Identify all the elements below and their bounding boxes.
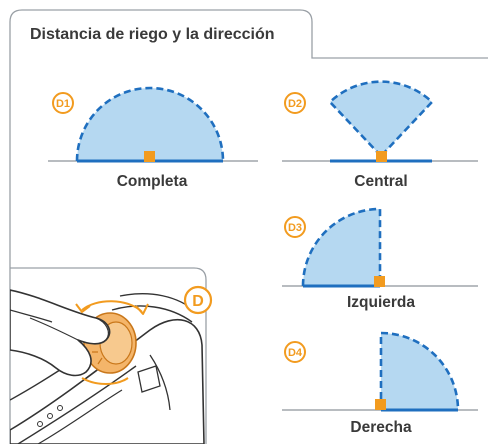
spray-arc — [328, 80, 434, 157]
spray-arc — [75, 86, 225, 162]
illustration-frame — [10, 267, 207, 444]
sprinkler-body-icon — [10, 293, 205, 444]
badge-d-label: D — [192, 293, 204, 310]
badge-d1-label: D1 — [56, 98, 70, 110]
pattern-d1: D1 Completa — [48, 86, 258, 190]
spray-area — [77, 88, 223, 161]
badge-d4: D4 — [284, 341, 306, 363]
caption-completa: Completa — [117, 173, 188, 190]
badge-d2-label: D2 — [288, 98, 302, 110]
page-title: Distancia de riego y la dirección — [30, 26, 275, 43]
sprinkler-icon — [374, 276, 385, 287]
spray-area — [303, 209, 380, 286]
badge-d: D — [183, 285, 213, 315]
spray-area — [330, 81, 432, 156]
pattern-d3: D3 Izquierda — [282, 207, 478, 311]
badge-d4-label: D4 — [288, 347, 303, 359]
hand-icon — [10, 289, 111, 377]
caption-central: Central — [354, 173, 407, 190]
badge-d2: D2 — [284, 92, 306, 114]
sprinkler-icon — [144, 151, 155, 162]
sprinkler-icon — [376, 151, 387, 162]
sprinkler-icon — [375, 399, 386, 410]
pattern-d4: D4 Derecha — [282, 331, 478, 436]
spray-arc — [301, 207, 382, 287]
header-frame — [9, 9, 488, 444]
spray-arc — [379, 331, 460, 411]
badge-d1: D1 — [52, 92, 74, 114]
pattern-d2: D2 Central — [282, 80, 478, 190]
badge-d3-label: D3 — [288, 222, 302, 234]
dial-illustration: D — [10, 267, 213, 444]
caption-derecha: Derecha — [350, 419, 412, 436]
spray-area — [381, 333, 458, 410]
caption-izquierda: Izquierda — [347, 294, 415, 311]
rotate-arrow-icon — [75, 300, 149, 385]
badge-d3: D3 — [284, 216, 306, 238]
